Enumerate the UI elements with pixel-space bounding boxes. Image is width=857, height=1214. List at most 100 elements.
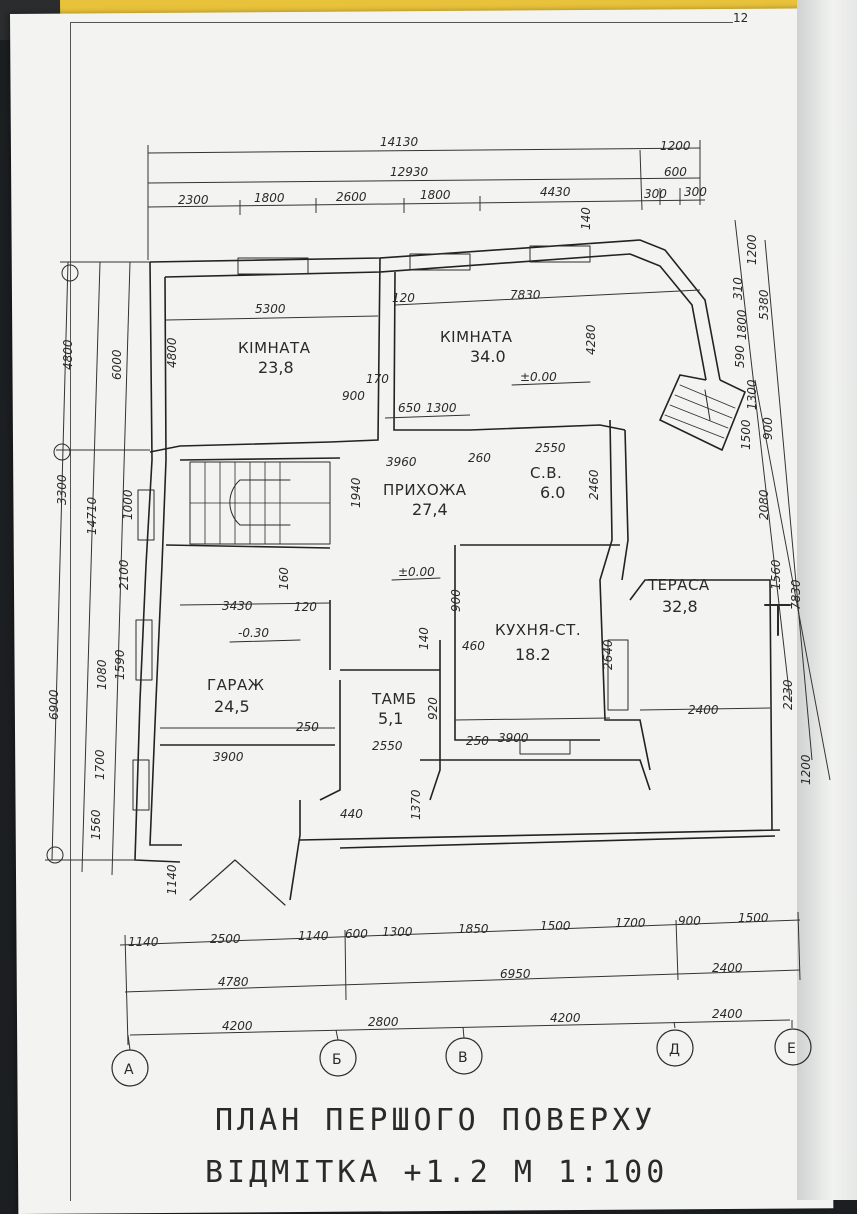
rdim-10: 7830 — [789, 579, 803, 610]
bdim-r1-5: 1850 — [458, 922, 489, 936]
ldim-mid-0: 6000 — [110, 349, 124, 380]
ldim-inner-0: 1000 — [121, 489, 135, 520]
bdim-r2-2: 2400 — [712, 961, 743, 975]
ldim-outer-2: 6900 — [47, 689, 61, 720]
axis-markers: А Б В Д Е — [111, 1020, 812, 1087]
bdim-r1-3: 600 — [345, 927, 368, 941]
idim-7: 900 — [342, 389, 365, 403]
axis-e: Е — [787, 1041, 796, 1057]
bdim-r1-2: 1140 — [298, 929, 329, 943]
idim-21: 3900 — [498, 731, 529, 745]
bdim-r2-0: 4780 — [218, 975, 249, 989]
idim-13: 2460 — [587, 469, 601, 500]
dim-seg-4: 4430 — [540, 185, 571, 199]
idim-20: 3900 — [213, 750, 244, 764]
bdim-r1-4: 1300 — [382, 925, 413, 939]
ldim-outer-1: 3300 — [55, 474, 69, 505]
idim-17: 160 — [277, 567, 291, 590]
dim-seg-0: 2300 — [178, 193, 209, 207]
interior-stairs — [189, 461, 331, 545]
dim-right-a: 300 — [644, 187, 667, 201]
axis-d: Д — [669, 1042, 680, 1058]
rdim-11: 2230 — [781, 679, 795, 710]
idim-0: 5300 — [255, 302, 286, 316]
page-edge-shadow — [797, 0, 857, 1200]
ldim-inner-6: 1140 — [165, 864, 179, 895]
dim-right-sub: 600 — [664, 165, 687, 179]
room-area-hall: 27,4 — [412, 500, 448, 519]
rdim-7: 900 — [761, 417, 775, 440]
idim-6: 170 — [366, 372, 389, 386]
idim-22: 250 — [296, 720, 319, 734]
level-hall: ±0.00 — [398, 565, 435, 579]
bottom-dimensions: 1140 2500 1140 600 1300 1850 1500 1700 9… — [119, 911, 801, 1046]
idim-24: 2550 — [372, 739, 403, 753]
room-name-tamb: ТАМБ — [371, 690, 417, 708]
bdim-r1-7: 1700 — [615, 916, 646, 930]
top-dimensions: 14130 12930 1200 600 300 300 2300 1800 2… — [147, 135, 707, 260]
rdim-1: 310 — [731, 277, 745, 300]
rdim-3: 5380 — [757, 289, 771, 320]
room-area-garage: 24,5 — [214, 697, 250, 716]
axis-v: В — [458, 1050, 468, 1066]
rdim-5: 1300 — [745, 379, 759, 410]
dim-second: 12930 — [390, 165, 429, 179]
ldim-inner-2: 1080 — [95, 659, 109, 690]
ldim-mid-1: 14710 — [85, 496, 99, 535]
page-number: 12 — [733, 11, 748, 25]
bdim-r3-2: 4200 — [550, 1011, 581, 1025]
idim-12: 2550 — [535, 441, 566, 455]
room-labels: КІМНАТА 23,8 КІМНАТА 34.0 ПРИХОЖА 27,4 С… — [207, 328, 710, 728]
idim-3: 4280 — [584, 324, 598, 355]
idim-29: 140 — [417, 627, 431, 650]
bdim-r2-1: 6950 — [500, 967, 531, 981]
idim-18: 2640 — [601, 639, 615, 670]
idim-19: 2400 — [688, 703, 719, 717]
right-dimensions: 1200 310 1800 5380 590 1300 1500 900 208… — [731, 219, 831, 785]
idim-1: 7830 — [510, 288, 541, 302]
ldim-inner-3: 1590 — [113, 649, 127, 680]
ldim-inner-5: 1560 — [89, 809, 103, 840]
bdim-r1-1: 2500 — [210, 932, 241, 946]
left-dimensions: 4800 3300 6900 6000 14710 1000 2100 1080… — [45, 261, 179, 895]
rdim-12: 1200 — [799, 754, 813, 785]
axis-b: Б — [332, 1052, 342, 1068]
room-area-terrace: 32,8 — [662, 597, 698, 616]
plan-title-line2: ВІДМІТКА +1.2 М 1:100 — [205, 1155, 668, 1190]
bdim-r3-0: 4200 — [222, 1019, 253, 1033]
idim-4: 140 — [579, 207, 593, 230]
room-area-wc: 6.0 — [540, 483, 565, 502]
rdim-8: 2080 — [757, 489, 771, 520]
bdim-r3-1: 2800 — [368, 1015, 399, 1029]
room-name-hall: ПРИХОЖА — [383, 481, 467, 499]
idim-25: 440 — [340, 807, 363, 821]
room-area-kitchen: 18.2 — [515, 645, 551, 664]
rdim-9: 1560 — [769, 559, 783, 590]
idim-11: 260 — [468, 451, 491, 465]
axis-a: А — [124, 1062, 134, 1078]
ldim-inner-1: 2100 — [117, 559, 131, 590]
drawing-frame — [70, 22, 733, 1201]
dim-right-b: 300 — [684, 185, 707, 199]
idim-2: 4800 — [165, 337, 179, 368]
rdim-4: 590 — [733, 345, 747, 368]
exterior-stairs — [664, 384, 736, 439]
level-main: ±0.00 — [520, 370, 557, 384]
idim-5: 120 — [392, 291, 415, 305]
dim-overall: 14130 — [380, 135, 419, 149]
level-marks: ±0.00 ±0.00 -0.30 — [229, 370, 591, 643]
idim-16: 120 — [294, 600, 317, 614]
level-garage: -0.30 — [238, 626, 269, 640]
dim-seg-1: 1800 — [254, 191, 285, 205]
idim-8: 650 — [398, 401, 421, 415]
dim-seg-2: 2600 — [336, 190, 367, 204]
idim-14: 1940 — [349, 477, 363, 508]
room-area-room1: 23,8 — [258, 358, 294, 377]
room-name-terrace: ТЕРАСА — [647, 576, 710, 594]
bdim-r3-3: 2400 — [712, 1007, 743, 1021]
idim-30: 1370 — [409, 789, 423, 820]
room-area-tamb: 5,1 — [378, 709, 403, 728]
room-name-wc: С.В. — [530, 464, 562, 482]
room-name-room2: КІМНАТА — [440, 328, 513, 346]
